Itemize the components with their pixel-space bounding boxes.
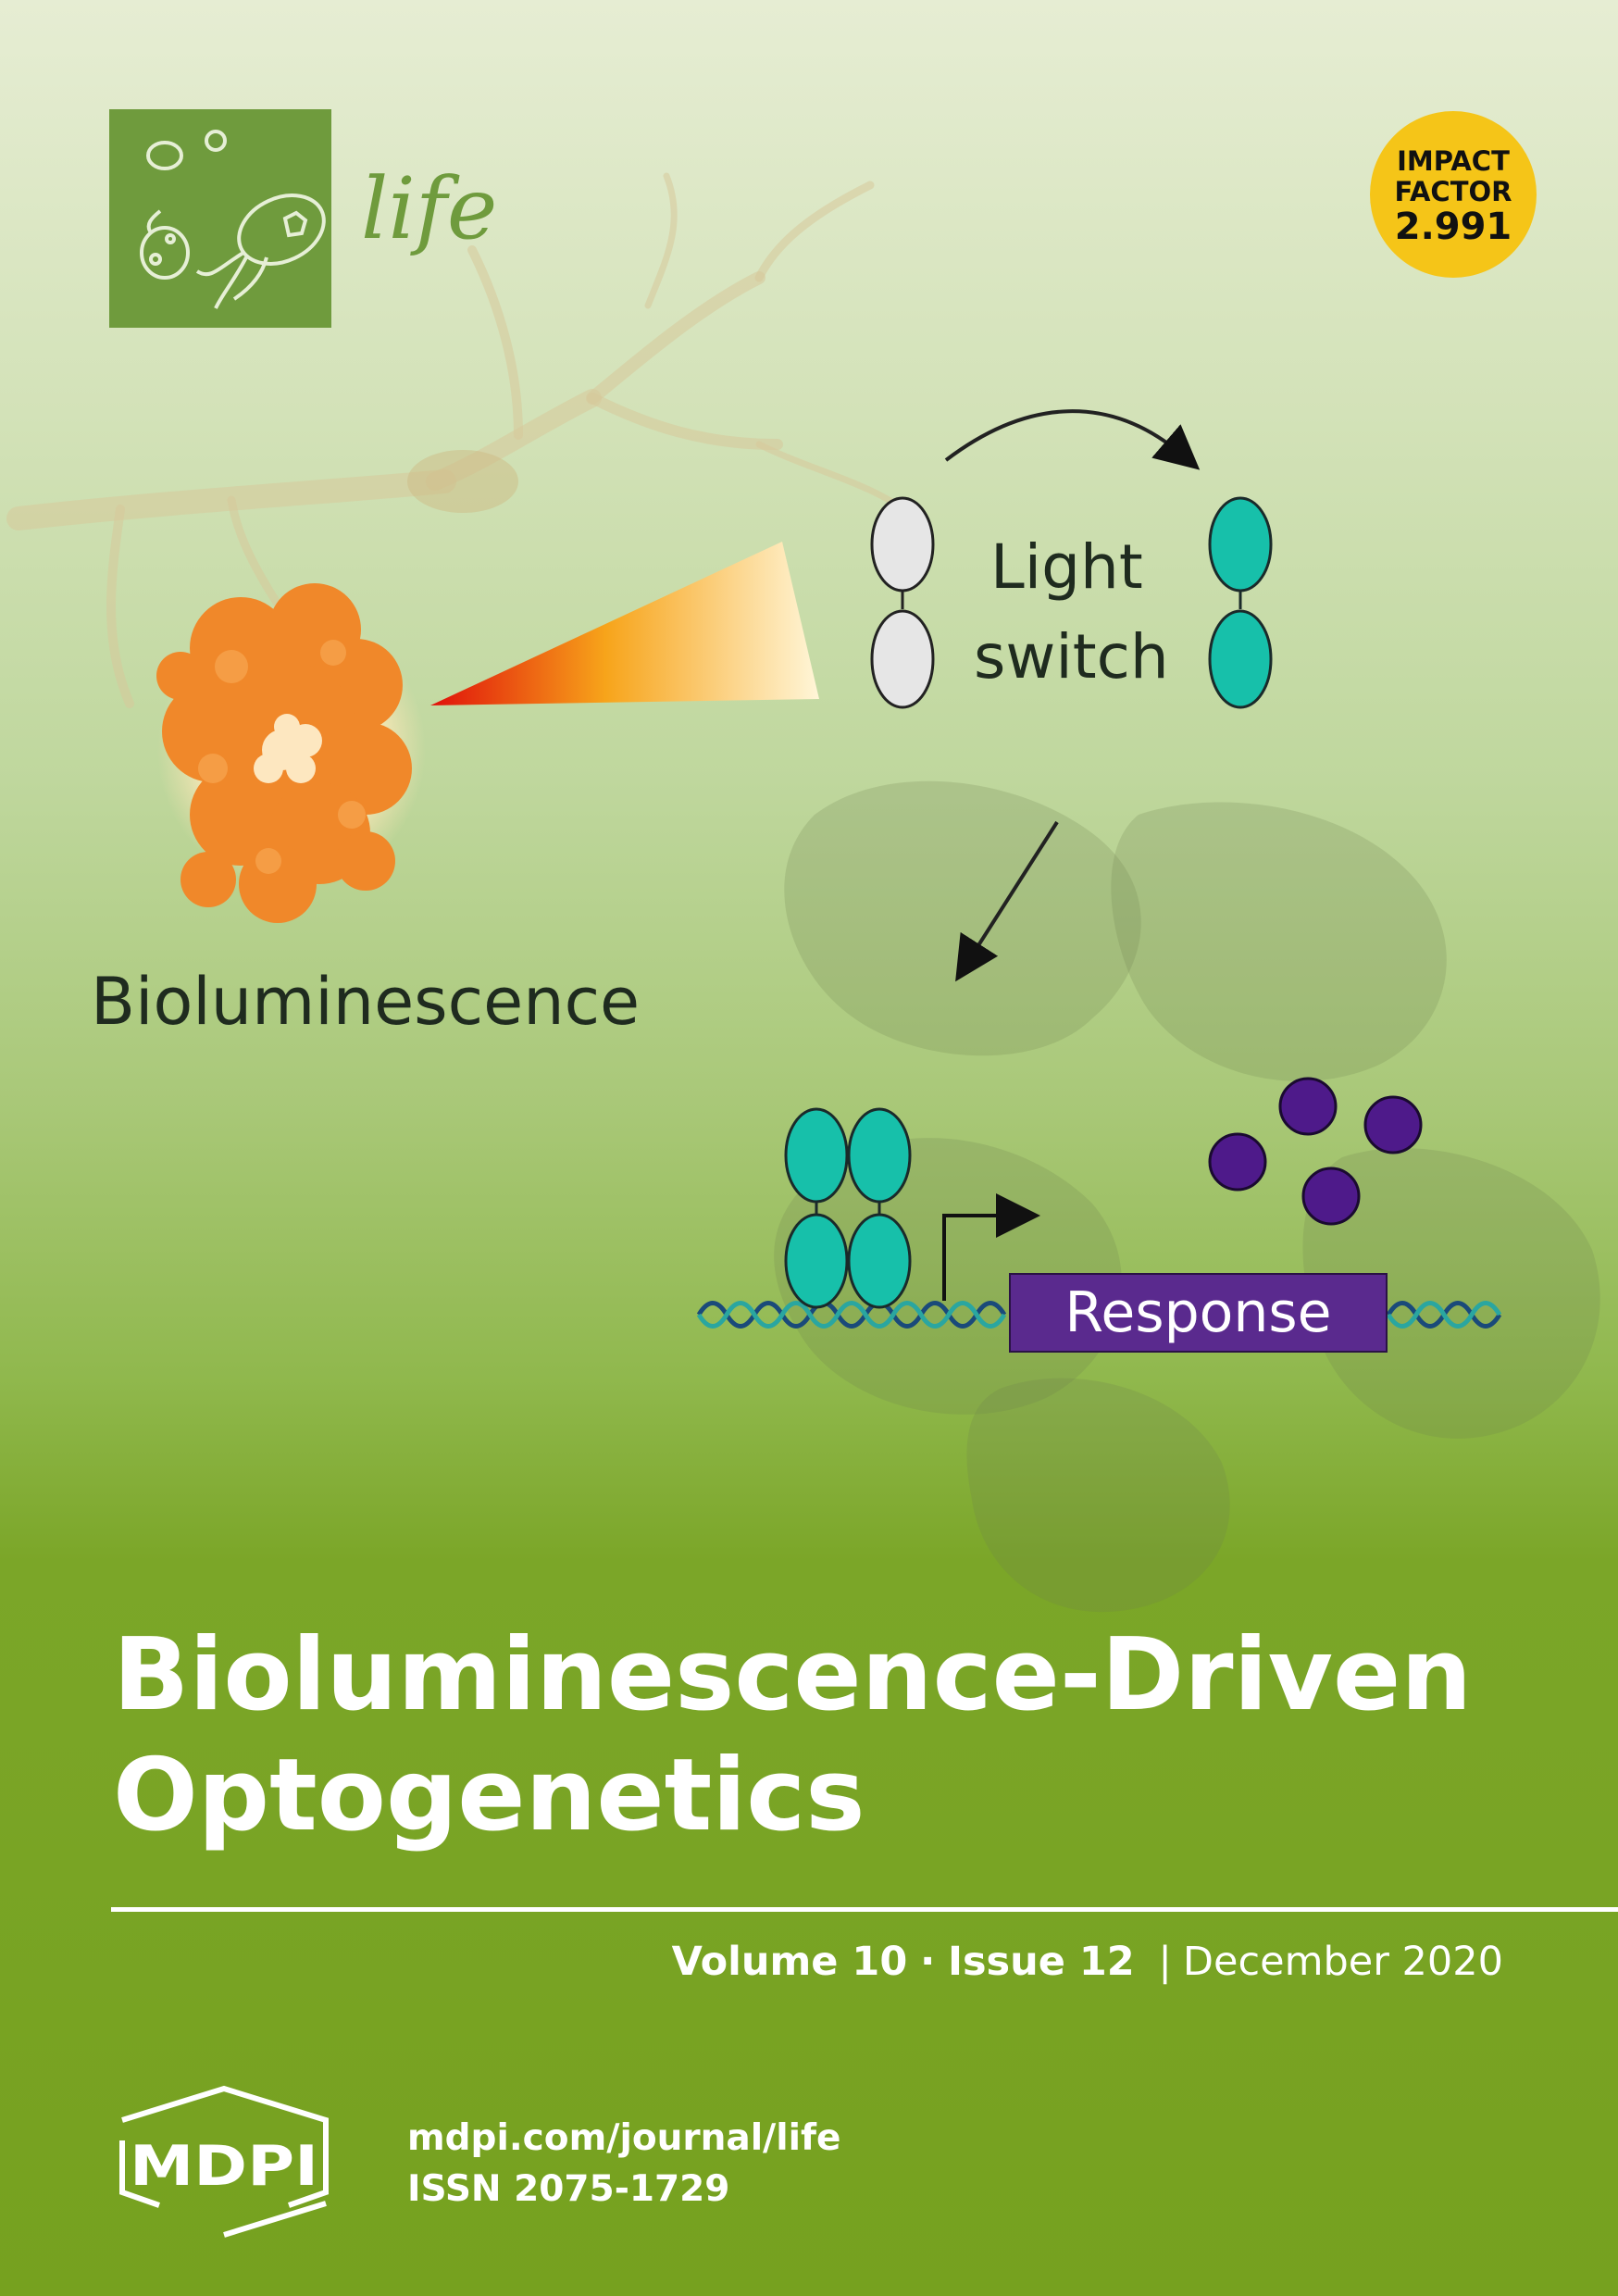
journal-issn: ISSN 2075-1729 bbox=[407, 2168, 730, 2210]
response-gene-box: Response bbox=[1009, 1273, 1388, 1353]
issue-info: Volume 10 · Issue 12 |December 2020 bbox=[672, 1942, 1503, 1982]
article-title: Bioluminescence-Driven Optogenetics bbox=[113, 1616, 1594, 1856]
mdpi-logo-hexagon bbox=[119, 2085, 329, 2208]
active-photoreceptor bbox=[1208, 496, 1273, 709]
light-label: Light bbox=[990, 531, 1143, 603]
dna-strand bbox=[696, 1301, 1502, 1329]
impact-factor-badge: IMPACT FACTOR 2.991 bbox=[1370, 111, 1537, 278]
journal-url: mdpi.com/journal/life bbox=[407, 2117, 841, 2159]
inactive-photoreceptor bbox=[870, 496, 935, 709]
activation-arrow bbox=[955, 820, 1059, 982]
promoter-arrow bbox=[942, 1193, 1040, 1301]
response-molecules bbox=[1208, 1077, 1423, 1226]
mdpi-logo: MDPI bbox=[119, 2085, 329, 2238]
switch-label: switch bbox=[974, 621, 1169, 693]
bound-photoreceptor-dimers bbox=[784, 1107, 912, 1309]
issue-number: Issue 12 bbox=[947, 1939, 1135, 1985]
issue-separator: | bbox=[1158, 1939, 1172, 1985]
journal-logo bbox=[109, 109, 331, 328]
protein-core bbox=[254, 714, 322, 783]
journal-name: life bbox=[361, 159, 498, 258]
article-title-line1: Bioluminescence-Driven bbox=[113, 1617, 1473, 1733]
neuron-body bbox=[407, 450, 518, 513]
switch-arrow bbox=[944, 409, 1201, 470]
mdpi-logo-stroke bbox=[223, 2201, 327, 2238]
issue-dot: · bbox=[919, 1939, 936, 1985]
protein-highlights bbox=[198, 640, 366, 874]
impact-factor-line2: FACTOR bbox=[1394, 176, 1512, 207]
issue-date: December 2020 bbox=[1182, 1939, 1503, 1985]
light-beam bbox=[430, 542, 819, 705]
impact-factor-value: 2.991 bbox=[1394, 206, 1512, 248]
bioluminescence-label: Bioluminescence bbox=[91, 964, 641, 1040]
microbe-icon bbox=[140, 130, 326, 309]
title-divider bbox=[111, 1907, 1618, 1912]
impact-factor-line1: IMPACT bbox=[1397, 145, 1510, 177]
publisher-name: MDPI bbox=[130, 2134, 318, 2199]
volume-number: Volume 10 bbox=[671, 1939, 908, 1985]
article-title-line2: Optogenetics bbox=[113, 1738, 865, 1853]
